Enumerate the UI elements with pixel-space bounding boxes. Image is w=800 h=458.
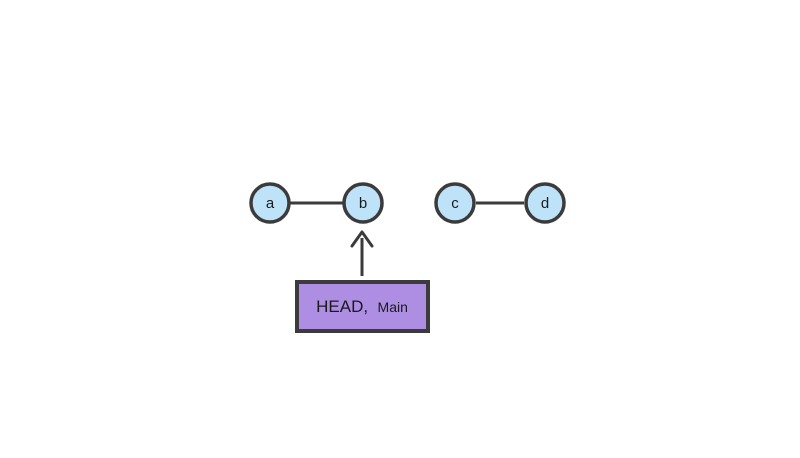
- node-b-label: b: [359, 195, 367, 212]
- head-main-label: HEAD, Main: [316, 297, 408, 316]
- head-label-secondary: Main: [378, 299, 408, 315]
- node-c-circle: [434, 182, 476, 224]
- up-arrow-head: [350, 230, 374, 248]
- node-d-circle: [524, 182, 566, 224]
- node-b-circle: [342, 182, 384, 224]
- node-a-circle: [249, 182, 291, 224]
- node-a-label: a: [266, 195, 275, 212]
- node-c-label: c: [451, 195, 459, 212]
- head-main-box: [295, 280, 430, 333]
- node-d-label: d: [541, 195, 549, 212]
- head-label-primary: HEAD,: [316, 297, 368, 316]
- up-arrow-icon: [350, 230, 374, 276]
